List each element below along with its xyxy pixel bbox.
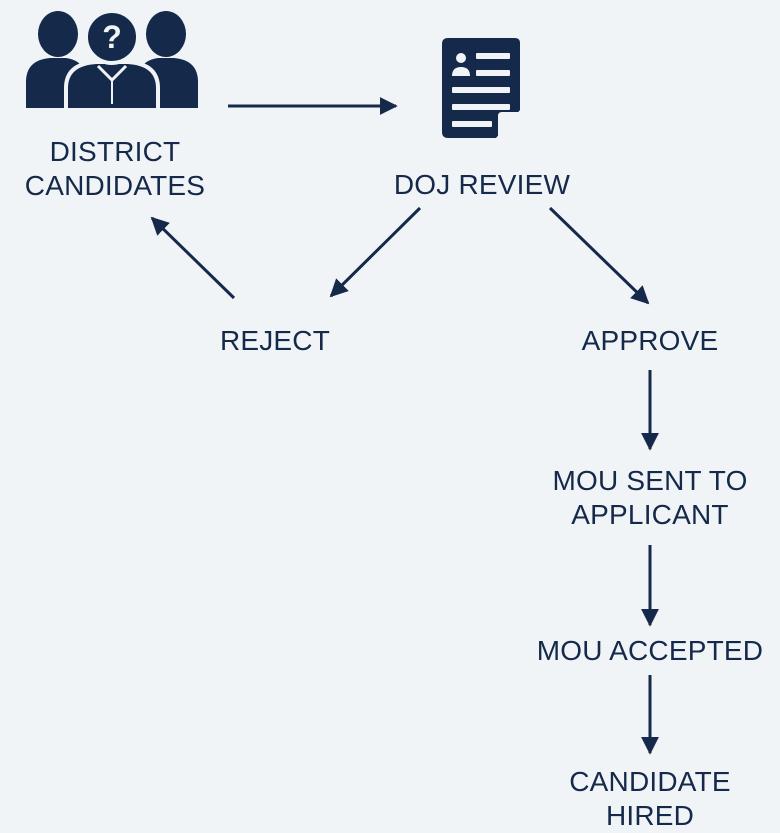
node-approve: APPROVE (581, 325, 719, 356)
node-district-candidates: DISTRICT CANDIDATES (24, 136, 206, 201)
svg-text:?: ? (102, 19, 122, 55)
node-reject: REJECT (219, 325, 331, 356)
edge-doj-to-reject (329, 206, 422, 298)
node-mou-accepted: MOU ACCEPTED (536, 635, 764, 666)
node-mou-sent: MOU SENT TO APPLICANT (552, 465, 748, 530)
document-icon (442, 38, 520, 138)
node-candidate-hired: CANDIDATE HIRED (569, 766, 731, 831)
node-doj-review: DOJ REVIEW (393, 169, 571, 200)
edge-reject-to-district (150, 216, 236, 300)
edge-doj-to-approve (548, 206, 650, 305)
people-question-icon: ? (26, 9, 198, 112)
